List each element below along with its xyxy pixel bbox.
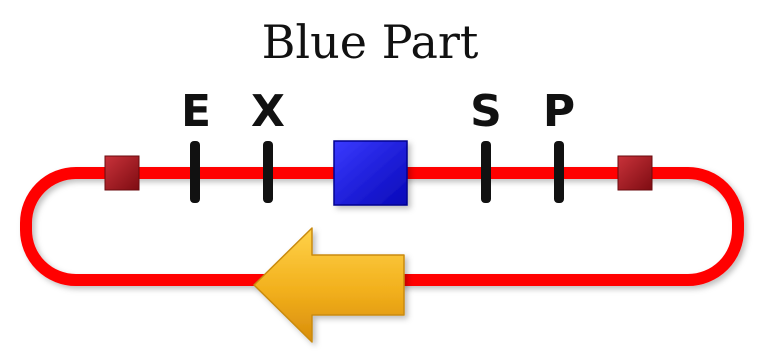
- site-label-p: P: [543, 86, 575, 137]
- site-bar-p: [554, 141, 564, 203]
- blue-square-icon: [333, 140, 408, 206]
- red-square-icon: [104, 155, 140, 191]
- diagram-title: Blue Part: [262, 15, 479, 69]
- site-bar-x: [263, 141, 273, 203]
- site-label-e: E: [181, 86, 211, 137]
- site-bar-e: [190, 141, 200, 203]
- site-label-x: X: [251, 86, 285, 137]
- left-arrow-icon: [253, 227, 405, 343]
- red-square-icon: [617, 155, 653, 191]
- site-bar-s: [481, 141, 491, 203]
- site-label-s: S: [470, 86, 502, 137]
